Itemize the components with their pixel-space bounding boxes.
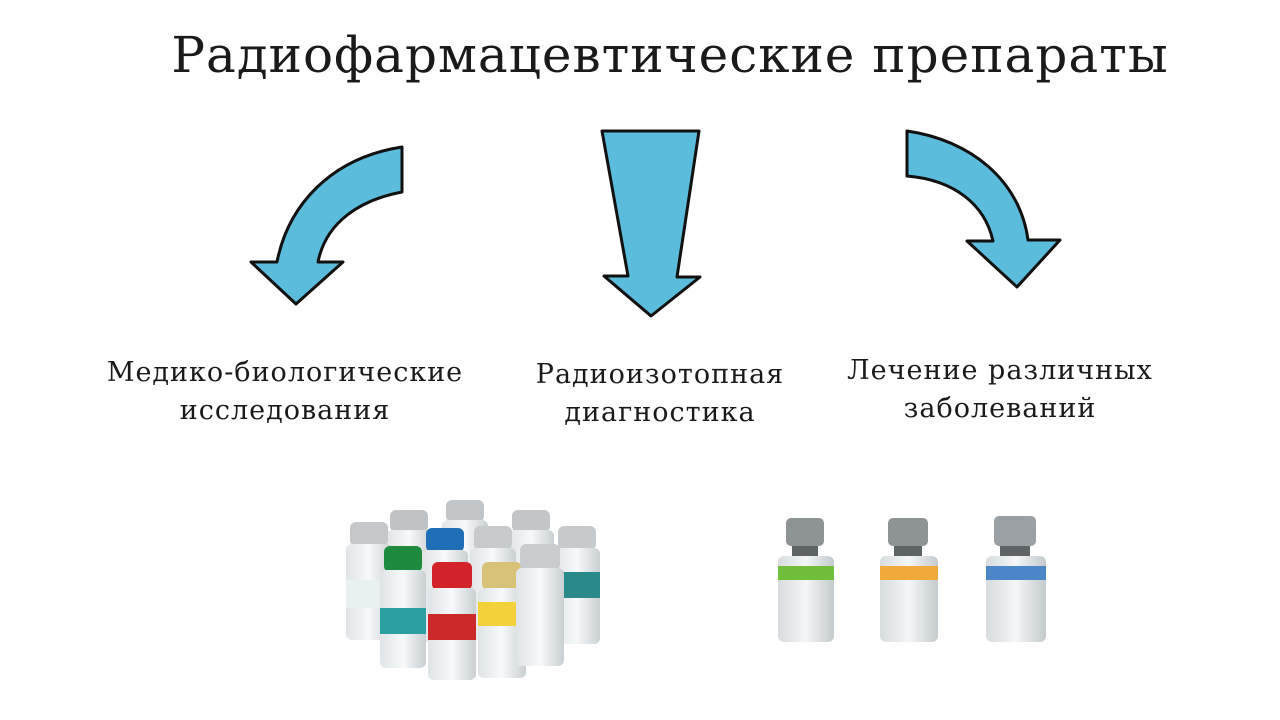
vial [516, 544, 564, 666]
vial [986, 516, 1046, 642]
label-line: исследования [100, 392, 470, 430]
vial [778, 518, 834, 642]
label-biomedical-research: Медико-биологические исследования [100, 354, 470, 430]
label-disease-treatment: Лечение различных заболеваний [830, 352, 1170, 428]
vial [380, 546, 426, 668]
vial [880, 518, 938, 642]
three-vials-photo [770, 510, 1070, 650]
down-arrow [602, 131, 700, 316]
label-line: Лечение различных [830, 352, 1170, 390]
label-line: диагностика [500, 394, 820, 432]
vials-group-photo [330, 490, 610, 690]
curved-left-arrow [251, 147, 402, 304]
label-line: заболеваний [830, 390, 1170, 428]
label-line: Радиоизотопная [500, 356, 820, 394]
vial [428, 562, 476, 680]
label-radioisotope-diagnostics: Радиоизотопная диагностика [500, 356, 820, 432]
curved-right-arrow [907, 131, 1060, 287]
label-line: Медико-биологические [100, 354, 470, 392]
